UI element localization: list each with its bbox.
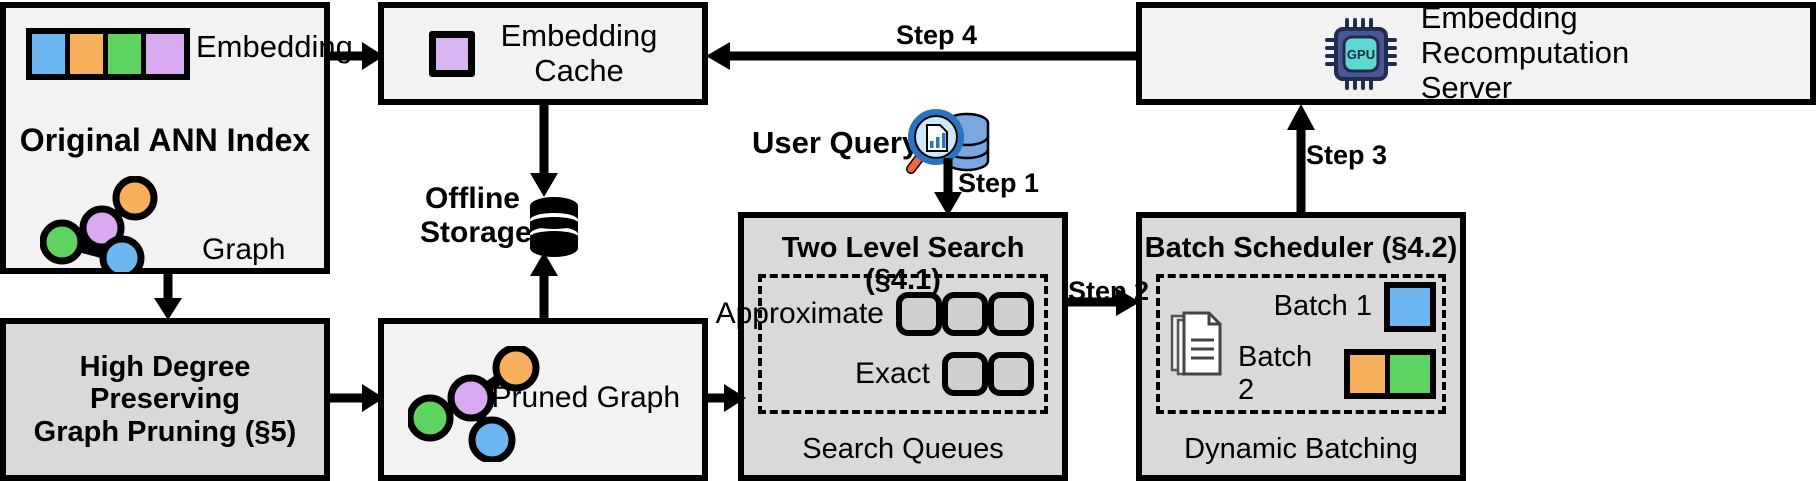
queue-row-approximate: Approximate [716, 292, 1034, 336]
documents-stack-icon [1170, 311, 1222, 376]
embedding-label: Embedding [196, 29, 353, 64]
embedding-cache-label: Embedding Cache [500, 17, 658, 88]
offline-storage-label: Offline Storage [420, 182, 532, 249]
arrow-ann-to-cache [330, 42, 384, 70]
queue-cell [988, 352, 1034, 396]
database-icon [530, 197, 578, 257]
step-3-label: Step 3 [1306, 140, 1388, 170]
batch-row-1: Batch 1 [1238, 281, 1436, 332]
pruned-graph-illustration [408, 346, 540, 462]
embedding-recomputation-server-label: Embedding Recomputation Server [1420, 0, 1630, 105]
arrow-step2-search-to-batch [1066, 288, 1140, 316]
ann-graph-illustration [40, 176, 158, 272]
original-ann-index-title: Original ANN Index [19, 122, 311, 158]
arrow-ann-to-pruning [154, 272, 182, 320]
graph-label: Graph [202, 233, 286, 266]
gpu-icon-text: GPU [1347, 47, 1375, 62]
arrow-pruning-to-pruned-graph [330, 384, 384, 412]
dynamic-batching-dashed-region: Batch 1 Batch 2 [1156, 274, 1446, 414]
queue-cell [896, 292, 942, 336]
embedding-recomputation-server-box: GPU Embedding Recomputation Server [1136, 0, 1816, 105]
batch-chip-green [1390, 354, 1430, 393]
embedding-square-icon [428, 30, 475, 77]
batch-2-chips [1344, 348, 1436, 399]
user-query-label: User Query [752, 125, 920, 160]
batch-scheduler-box: Batch Scheduler (§4.2) Batch 1 [1136, 212, 1466, 481]
embedding-swatch-purple [146, 34, 184, 74]
query-search-database-icon [906, 109, 990, 174]
arrow-cache-to-storage [530, 103, 558, 197]
arrow-step1-query-to-search [934, 158, 962, 216]
pruned-graph-box: Pruned Graph [378, 318, 708, 481]
step-1-label: Step 1 [958, 168, 1040, 198]
embedding-swatch-blue [32, 34, 70, 74]
arrow-pruned-graph-to-search [706, 384, 746, 412]
embedding-swatch-strip [26, 28, 190, 80]
batch-1-chips [1384, 281, 1436, 332]
batch-row-2: Batch 2 [1238, 341, 1436, 407]
approximate-queue-cells [896, 292, 1034, 336]
queue-cell [942, 352, 988, 396]
embedding-swatch-green [108, 34, 146, 74]
arrow-step3-batch-to-server [1287, 104, 1315, 216]
batch-2-label: Batch 2 [1238, 340, 1313, 406]
queue-row-exact: Exact [766, 352, 1034, 396]
dynamic-batching-footer-label: Dynamic Batching [1184, 432, 1418, 465]
two-level-search-title: Two Level Search (§4.1) [781, 232, 1025, 297]
batch-1-label: Batch 1 [1273, 290, 1372, 322]
embedding-cache-box: Embedding Cache [378, 2, 708, 105]
queue-cell [988, 292, 1034, 336]
step-4-label: Step 4 [896, 20, 978, 50]
search-queues-footer-label: Search Queues [802, 432, 1004, 465]
approximate-queue-label: Approximate [715, 297, 884, 330]
graph-pruning-label: High Degree Preserving Graph Pruning (§5… [33, 350, 297, 448]
pruned-graph-label: Pruned Graph [491, 381, 680, 414]
two-level-search-box: Two Level Search (§4.1) Approximate Exac… [716, 212, 1068, 481]
exact-queue-cells [942, 352, 1034, 396]
original-ann-index-box: Embedding Original ANN Index Graph [0, 2, 353, 274]
step-2-label: Step 2 [1068, 276, 1150, 306]
batch-scheduler-title: Batch Scheduler (§4.2) [1144, 232, 1458, 264]
exact-queue-label: Exact [854, 357, 930, 390]
batch-chip-orange [1350, 354, 1390, 393]
embedding-swatch-orange [70, 34, 108, 74]
queue-cell [942, 292, 988, 336]
arrow-pruned-to-storage [530, 252, 558, 322]
arrow-step4-server-to-cache [706, 42, 1138, 70]
batch-chip-blue [1390, 287, 1430, 326]
search-queues-dashed-region: Approximate Exact [716, 274, 1048, 414]
graph-pruning-box: High Degree Preserving Graph Pruning (§5… [0, 318, 330, 481]
gpu-chip-icon: GPU [1324, 17, 1397, 90]
batch-rows: Batch 1 Batch 2 [1238, 281, 1436, 407]
